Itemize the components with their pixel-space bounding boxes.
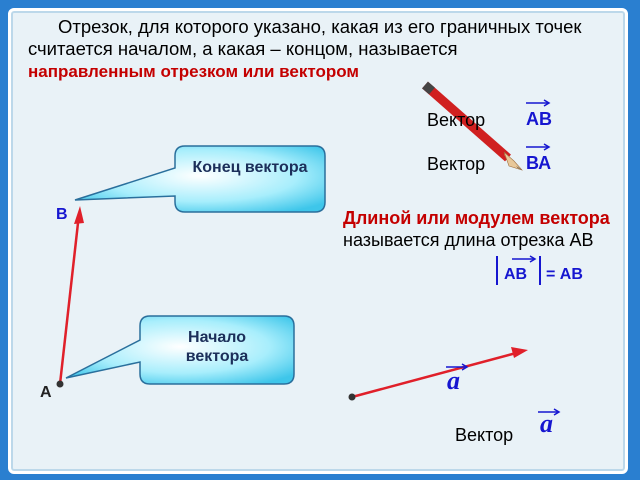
formula-vector: АВ <box>504 266 528 283</box>
vector-word-1: Вектор <box>427 110 486 130</box>
definition-paragraph: Длиной или модулем вектора называется дл… <box>343 207 628 251</box>
abs-bars <box>496 256 541 285</box>
vector-name-ba: ВА <box>526 153 552 173</box>
vector-word-3: Вектор <box>455 425 514 445</box>
intro-emphasis: направленным отрезком или вектором <box>28 62 359 81</box>
vector-overarrows <box>446 99 561 416</box>
callout-end-text: Конец вектора <box>192 159 308 176</box>
vector-name-ab: АВ <box>526 109 552 129</box>
point-a-label: A <box>40 384 52 401</box>
vector-a <box>348 347 528 401</box>
intro-paragraph: Отрезок, для которого указано, какая из … <box>28 16 628 83</box>
vector-a-label: a <box>447 366 460 395</box>
definition-emphasis: Длиной или модулем вектора <box>343 208 610 228</box>
intro-text: Отрезок, для которого указано, какая из … <box>28 16 582 59</box>
vector-word-2: Вектор <box>427 154 486 174</box>
callout-start-text: Начало вектора <box>185 329 249 365</box>
vector-name-a: a <box>540 409 553 438</box>
pencil-icon <box>422 81 523 171</box>
callout-end-shape <box>74 145 326 213</box>
formula-equals: = АВ <box>546 266 583 283</box>
slide-board <box>8 8 628 474</box>
callout-start-shape <box>65 315 295 385</box>
point-b-label: B <box>56 206 68 223</box>
definition-text: называется длина отрезка АВ <box>343 230 594 250</box>
vector-ab <box>56 206 84 388</box>
